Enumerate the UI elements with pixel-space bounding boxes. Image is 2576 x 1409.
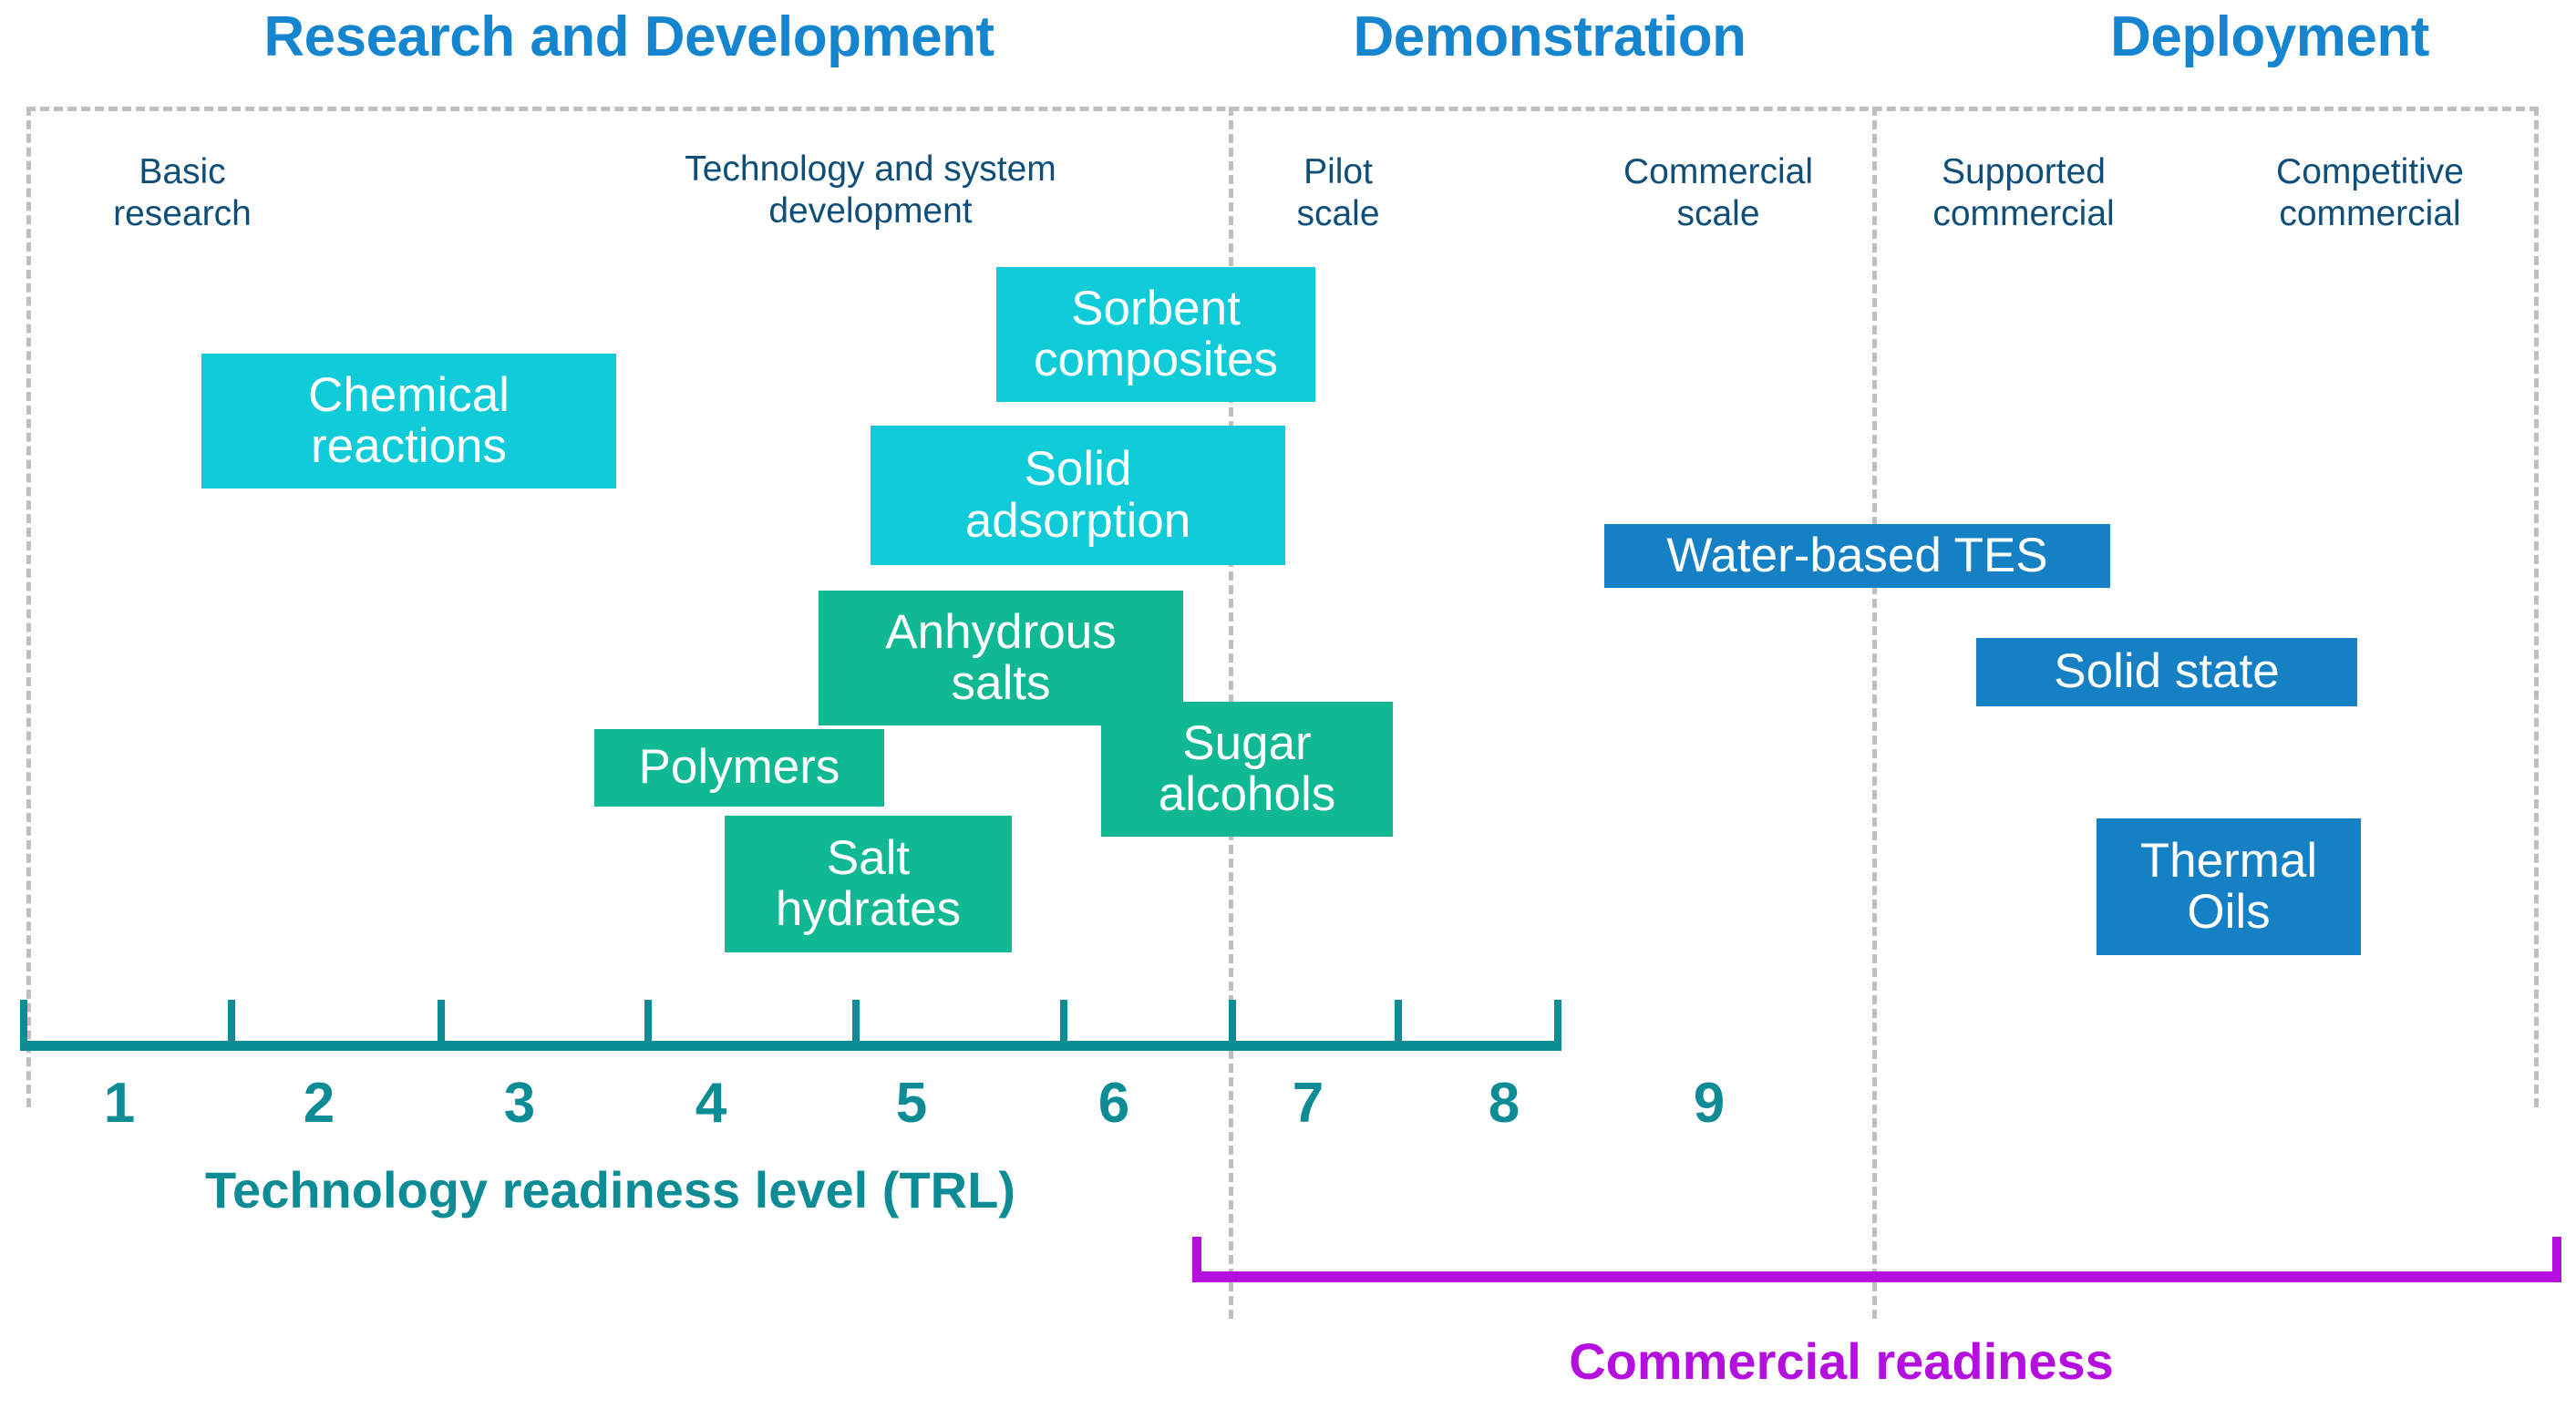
- trl-axis-label-5: 5: [895, 1072, 928, 1135]
- trl-axis-tick-9: [1554, 1000, 1561, 1045]
- substage-supported-commercial: Supported commercial: [1932, 152, 2115, 233]
- commercial-readiness-cap-left: [1192, 1237, 1201, 1282]
- trl-axis-tick-3: [438, 1000, 445, 1045]
- tech-box-chemical-reactions[interactable]: Chemical reactions: [201, 354, 616, 489]
- trl-axis-tick-4: [644, 1000, 652, 1045]
- trl-axis-tick-2: [228, 1000, 235, 1045]
- trl-axis-label-1: 1: [103, 1072, 136, 1135]
- trl-axis-tick-8: [1395, 1000, 1402, 1045]
- trl-axis-line: [20, 1041, 1561, 1051]
- tech-box-sorbent-composites[interactable]: Sorbent composites: [996, 267, 1315, 402]
- substage-pilot-scale: Pilot scale: [1296, 152, 1380, 233]
- stage-title-research-and-development: Research and Development: [263, 5, 994, 68]
- trl-axis-label-3: 3: [503, 1072, 536, 1135]
- trl-axis-tick-1: [20, 1000, 27, 1045]
- tech-box-thermal-oils[interactable]: Thermal Oils: [2097, 818, 2361, 955]
- tech-box-salt-hydrates[interactable]: Salt hydrates: [725, 816, 1012, 952]
- substage-commercial-scale: Commercial scale: [1623, 152, 1814, 233]
- trl-axis-label-9: 9: [1693, 1072, 1726, 1135]
- tech-box-polymers[interactable]: Polymers: [594, 729, 884, 807]
- stage-frame: [26, 107, 2539, 1107]
- trl-axis-label-4: 4: [695, 1072, 727, 1135]
- tech-box-solid-adsorption[interactable]: Solid adsorption: [871, 426, 1285, 565]
- commercial-readiness-label: Commercial readiness: [1569, 1332, 2114, 1390]
- trl-axis-caption: Technology readiness level (TRL): [205, 1161, 1015, 1219]
- tech-box-solid-state[interactable]: Solid state: [1976, 638, 2357, 706]
- commercial-readiness-cap-right: [2552, 1237, 2561, 1282]
- tech-box-water-based-tes[interactable]: Water-based TES: [1604, 524, 2110, 588]
- substage-basic-research: Basic research: [113, 152, 252, 233]
- trl-axis-tick-7: [1229, 1000, 1236, 1045]
- stage-divider-deployment: [1872, 107, 1877, 1319]
- commercial-readiness-bar: [1192, 1271, 2561, 1282]
- trl-axis-tick-6: [1060, 1000, 1067, 1045]
- stage-title-demonstration: Demonstration: [1353, 5, 1747, 68]
- stage-title-deployment: Deployment: [2110, 5, 2429, 68]
- trl-axis-tick-5: [852, 1000, 860, 1045]
- trl-axis-label-7: 7: [1292, 1072, 1324, 1135]
- trl-axis-label-2: 2: [303, 1072, 335, 1135]
- trl-axis-label-8: 8: [1488, 1072, 1520, 1135]
- substage-competitive-commercial: Competitive commercial: [2276, 152, 2464, 233]
- trl-axis-label-6: 6: [1097, 1072, 1130, 1135]
- substage-technology-and-system-development: Technology and system development: [685, 149, 1056, 231]
- tech-box-sugar-alcohols[interactable]: Sugar alcohols: [1101, 702, 1393, 837]
